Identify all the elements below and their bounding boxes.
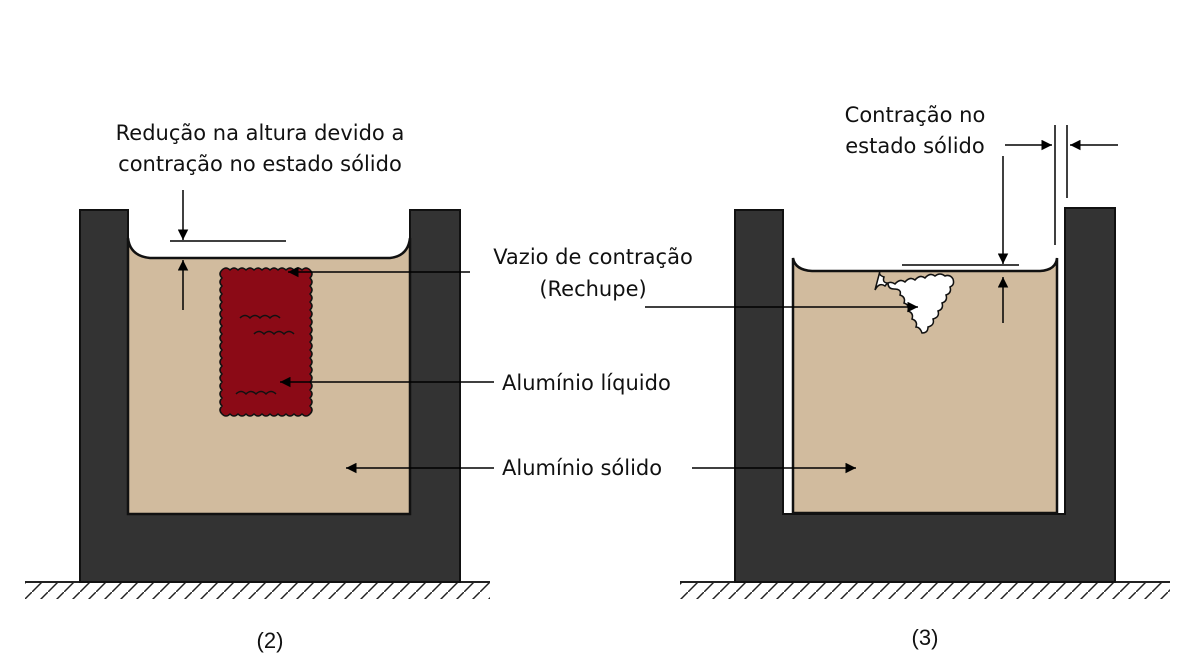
label-contraction-1: Contração no xyxy=(845,103,986,127)
label-liquid: Alumínio líquido xyxy=(502,371,671,395)
label-contraction-2: estado sólido xyxy=(845,134,984,158)
figure-2: Redução na altura devido a contração no … xyxy=(25,121,693,653)
figure-3: Contração no estado sólido (3) xyxy=(645,103,1170,650)
label-height-reduction-1: Redução na altura devido a xyxy=(116,121,405,145)
mold xyxy=(734,207,1116,583)
caption-3: (3) xyxy=(912,625,939,650)
label-void-2: (Rechupe) xyxy=(539,277,646,301)
label-void-1: Vazio de contração xyxy=(493,245,693,269)
ground-hatch xyxy=(25,583,490,599)
label-solid: Alumínio sólido xyxy=(502,456,662,480)
label-height-reduction-2: contração no estado sólido xyxy=(118,152,402,176)
ground-hatch xyxy=(680,583,1170,599)
liquid-ripples xyxy=(235,314,295,396)
solid-aluminum xyxy=(791,257,1059,515)
caption-2: (2) xyxy=(257,628,284,653)
